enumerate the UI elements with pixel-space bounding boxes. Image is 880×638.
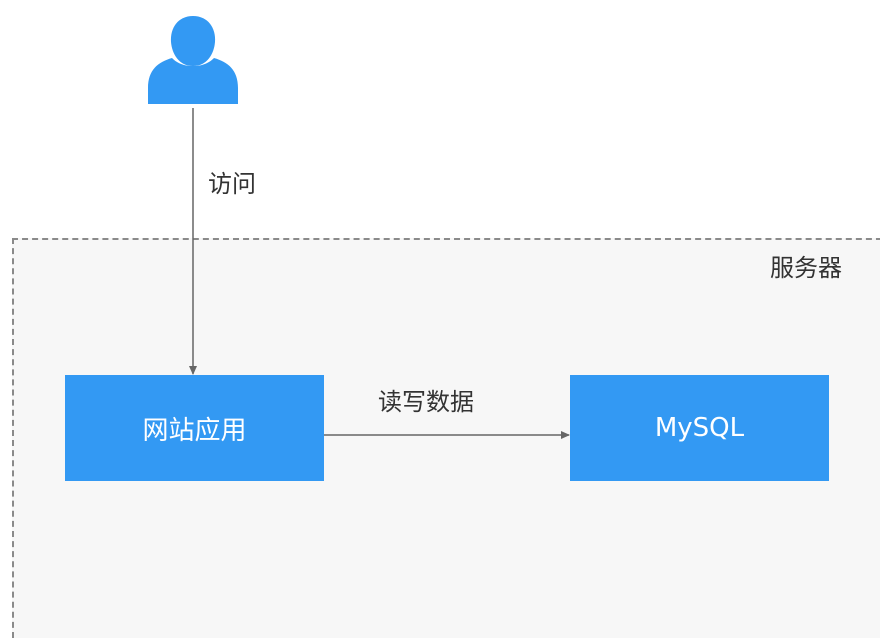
- web-app-node: 网站应用: [65, 375, 324, 481]
- connectors: [189, 108, 570, 439]
- server-label: 服务器: [770, 254, 842, 282]
- read-write-label: 读写数据: [378, 388, 474, 416]
- mysql-label: MySQL: [654, 413, 745, 443]
- mysql-node: MySQL: [570, 375, 829, 481]
- web-app-label: 网站应用: [142, 415, 247, 446]
- access-label: 访问: [208, 170, 256, 198]
- user-icon: [148, 16, 238, 104]
